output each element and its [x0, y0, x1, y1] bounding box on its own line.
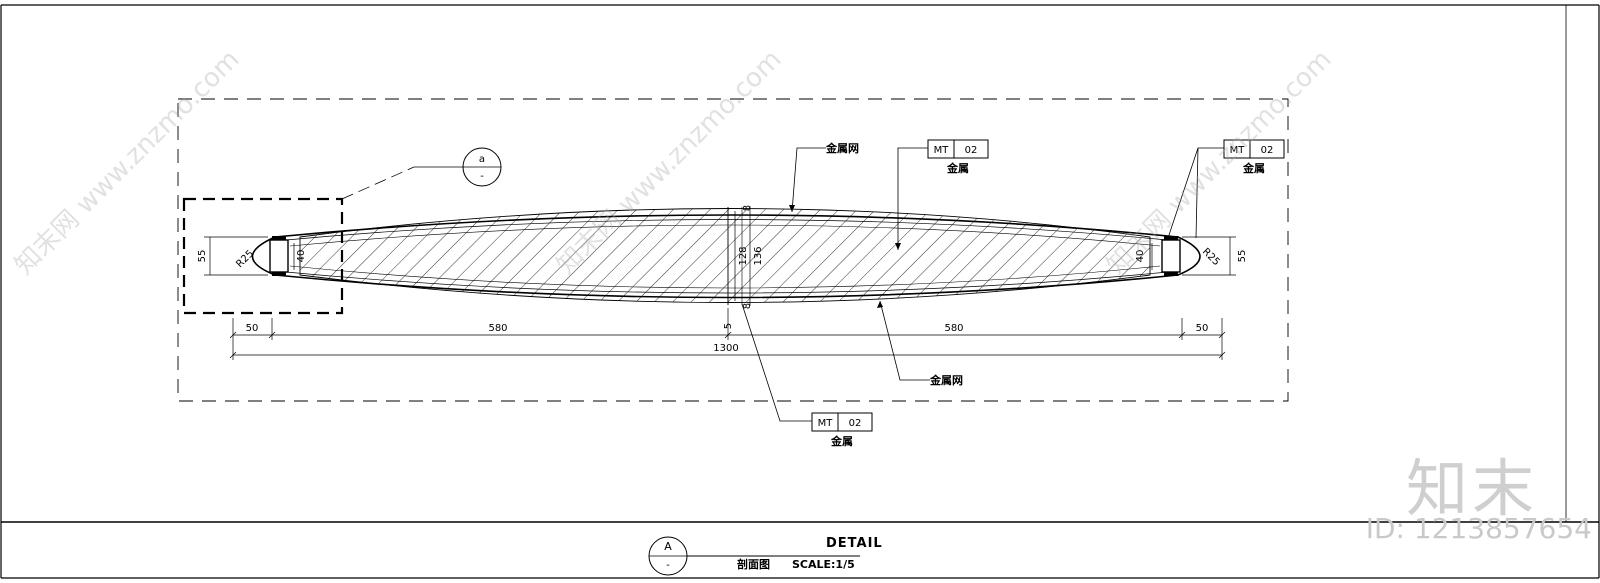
dim-40-right: 40 — [1135, 250, 1146, 263]
left-end-cap-bottom — [272, 272, 286, 276]
right-end-cap-bottom — [1164, 272, 1178, 276]
dim-580-left: 580 — [488, 323, 507, 334]
right-end-cap-top — [1164, 236, 1178, 240]
tag-material: 金属 — [1242, 161, 1265, 175]
tag-num: 02 — [965, 145, 978, 156]
dim-136: 136 — [753, 246, 764, 265]
dim-50-right: 50 — [1196, 323, 1209, 334]
watermark-brand: 知末 — [1405, 452, 1538, 525]
core-outline — [299, 208, 1151, 303]
tag-num: 02 — [849, 418, 862, 429]
tag-num: 02 — [1261, 145, 1274, 156]
detail-scale: SCALE:1/5 — [792, 558, 855, 571]
tag-code: MT — [818, 418, 834, 429]
dim-128: 128 — [738, 246, 749, 265]
detail-symbol-letter: A — [664, 540, 672, 553]
vertical-dimensions — [204, 206, 1236, 306]
lens-section — [251, 207, 1201, 305]
detail-subtitle: 剖面图 — [737, 557, 770, 571]
callout-leader — [341, 166, 463, 200]
label-mesh-top: 金属网 — [825, 141, 859, 155]
dim-580-right: 580 — [944, 323, 963, 334]
tag-material: 金属 — [830, 434, 853, 448]
dim-55-right: 55 — [1237, 250, 1248, 263]
watermark-id: ID: 1213857654 — [1365, 512, 1592, 545]
callout-letter: a — [479, 154, 485, 165]
material-tag-bottom: MT 02 金属 — [811, 412, 873, 448]
left-end-cap-top — [272, 236, 286, 240]
tag-code: MT — [934, 145, 950, 156]
radius-right: R25 — [1200, 246, 1222, 268]
callout-bubble: a - — [462, 147, 502, 187]
material-tag-right: MT 02 金属 — [1223, 139, 1285, 175]
material-tag-top: MT 02 金属 — [927, 139, 989, 175]
label-mesh-bottom: 金属网 — [929, 373, 963, 387]
dim-40-left: 40 — [296, 250, 307, 263]
callout-dash: - — [480, 171, 484, 182]
title-block: A - DETAIL 剖面图 SCALE:1/5 — [648, 536, 883, 576]
left-end-block — [269, 239, 289, 273]
radius-left: R25 — [234, 248, 256, 270]
leader-arrows — [789, 205, 901, 308]
detail-boundary — [177, 98, 1289, 402]
leader-lines — [741, 147, 1224, 422]
detail-title: DETAIL — [826, 536, 883, 551]
tag-material: 金属 — [946, 161, 969, 175]
dim-8-bottom: 8 — [742, 303, 753, 309]
dim-8-top: 8 — [742, 205, 753, 211]
dim-50-left: 50 — [246, 323, 259, 334]
sheet-frame — [0, 4, 1600, 579]
dim-1300: 1300 — [713, 343, 738, 354]
dim-55-left: 55 — [197, 250, 208, 263]
tag-code: MT — [1230, 145, 1246, 156]
dim-5: 5 — [723, 323, 734, 329]
right-end-block — [1161, 239, 1181, 273]
detail-symbol-dash: - — [666, 560, 670, 571]
hatched-core — [300, 208, 1150, 303]
horizontal-dimensions — [229, 308, 1226, 360]
